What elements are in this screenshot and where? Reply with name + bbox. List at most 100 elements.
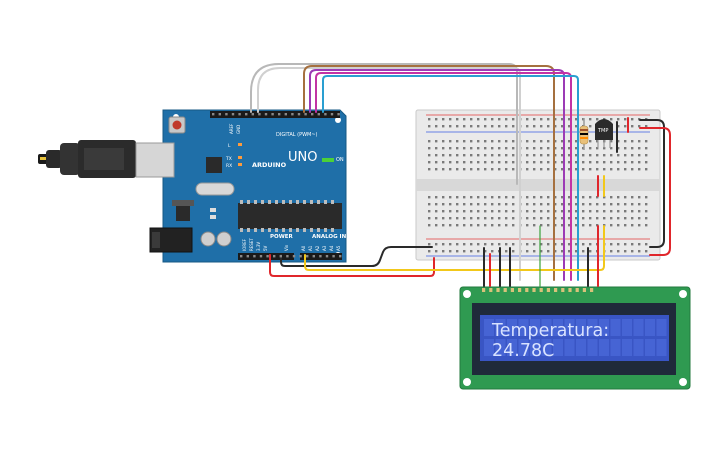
breadboard-hole (589, 203, 592, 206)
header-pin[interactable] (337, 113, 340, 116)
lcd-pin[interactable] (590, 288, 594, 292)
lcd-char-cell (507, 339, 517, 356)
lcd-pin[interactable] (518, 288, 522, 292)
lcd-pin[interactable] (546, 288, 550, 292)
3v3-pin-label: 3.3V (256, 242, 261, 251)
breadboard-hole (631, 125, 634, 128)
lcd-pin[interactable] (582, 288, 586, 292)
breadboard-hole (428, 147, 431, 150)
breadboard-hole (617, 203, 620, 206)
header-pin[interactable] (284, 113, 287, 116)
lcd-pin[interactable] (539, 288, 543, 292)
header-pin[interactable] (324, 113, 327, 116)
header-pin[interactable] (271, 113, 274, 116)
header-pin[interactable] (297, 113, 301, 116)
header-pin[interactable] (245, 113, 248, 116)
arduino-uno-board[interactable]: ARDUINO UNO DIGITAL (PWM~) POWER ANALOG … (139, 109, 347, 263)
breadboard-hole (575, 250, 578, 253)
header-pin[interactable] (212, 113, 215, 116)
header-pin[interactable] (304, 113, 307, 116)
header-pin[interactable] (238, 113, 241, 116)
breadboard-hole (526, 203, 529, 206)
breadboard-hole (624, 224, 627, 227)
breadboard-hole (540, 140, 543, 143)
l-label: L (228, 143, 231, 149)
breadboard[interactable] (415, 109, 661, 261)
lcd-pin[interactable] (525, 288, 529, 292)
lcd-pin[interactable] (503, 288, 507, 292)
tmp36-sensor[interactable]: TMP (595, 119, 613, 148)
header-pin[interactable] (231, 113, 235, 116)
header-pin[interactable] (258, 113, 261, 116)
wire-rail-red-right[interactable] (639, 127, 671, 256)
lcd-char-cell (645, 319, 655, 336)
header-pin[interactable] (240, 255, 243, 258)
breadboard-hole (561, 243, 564, 246)
header-pin[interactable] (218, 113, 221, 116)
lcd-pin[interactable] (482, 288, 486, 292)
gnd-pin-label: GND (236, 125, 241, 134)
header-pin[interactable] (306, 255, 309, 258)
breadboard-hole (568, 147, 571, 150)
header-pin[interactable] (225, 113, 228, 116)
header-pin[interactable] (273, 255, 276, 258)
lcd-pin[interactable] (568, 288, 572, 292)
header-pin[interactable] (311, 113, 314, 116)
header-pin[interactable] (325, 255, 329, 258)
breadboard-hole (568, 196, 571, 199)
breadboard-hole (582, 250, 585, 253)
breadboard-hole (589, 224, 592, 227)
breadboard-hole (491, 250, 494, 253)
header-pin[interactable] (317, 113, 320, 116)
digital-header (210, 111, 340, 118)
breadboard-hole (533, 161, 536, 164)
header-pin[interactable] (259, 255, 263, 258)
wire-gray-2[interactable] (257, 67, 521, 281)
lcd-pin[interactable] (561, 288, 565, 292)
lcd-pin[interactable] (496, 288, 500, 292)
header-pin[interactable] (291, 113, 294, 116)
breadboard-hole (477, 147, 480, 150)
breadboard-hole (631, 118, 634, 121)
wire-rail-black-right[interactable] (639, 119, 665, 248)
wire-a0-yellow[interactable] (304, 225, 605, 271)
header-pin[interactable] (312, 255, 315, 258)
header-pin[interactable] (339, 255, 342, 258)
header-pin[interactable] (286, 255, 289, 258)
breadboard-hole (442, 210, 445, 213)
header-pin[interactable] (330, 113, 334, 116)
header-pin[interactable] (299, 255, 302, 258)
lcd-16x2[interactable]: Temperatura: 24.78C (459, 286, 691, 390)
header-pin[interactable] (266, 255, 269, 258)
breadboard-hole (428, 250, 431, 253)
header-pin[interactable] (332, 255, 335, 258)
header-pin[interactable] (253, 255, 256, 258)
wire-cyan[interactable] (322, 75, 579, 281)
breadboard-hole (470, 203, 473, 206)
header-pin[interactable] (278, 113, 281, 116)
lcd-pin[interactable] (575, 288, 579, 292)
wire-gnd-black[interactable] (280, 246, 433, 267)
header-pin[interactable] (279, 255, 282, 258)
lcd-pin[interactable] (510, 288, 514, 292)
header-pin[interactable] (319, 255, 322, 258)
breadboard-hole (463, 125, 466, 128)
lcd-pin[interactable] (554, 288, 558, 292)
breadboard-hole (554, 224, 557, 227)
breadboard-hole (456, 125, 459, 128)
header-pin[interactable] (246, 255, 249, 258)
header-pin[interactable] (292, 255, 296, 258)
resistor[interactable] (579, 118, 589, 150)
lcd-char-cell (495, 339, 506, 356)
aref-pin-label: AREF (229, 123, 234, 134)
breadboard-hole (554, 217, 557, 220)
header-pin[interactable] (251, 113, 254, 116)
lcd-pin[interactable] (489, 288, 493, 292)
wire-5v-red[interactable] (269, 254, 435, 277)
lcd-pin[interactable] (532, 288, 536, 292)
breadboard-hole (456, 140, 459, 143)
breadboard-hole (624, 140, 627, 143)
breadboard-hole (631, 224, 634, 227)
breadboard-hole (610, 154, 613, 157)
header-pin[interactable] (264, 113, 268, 116)
